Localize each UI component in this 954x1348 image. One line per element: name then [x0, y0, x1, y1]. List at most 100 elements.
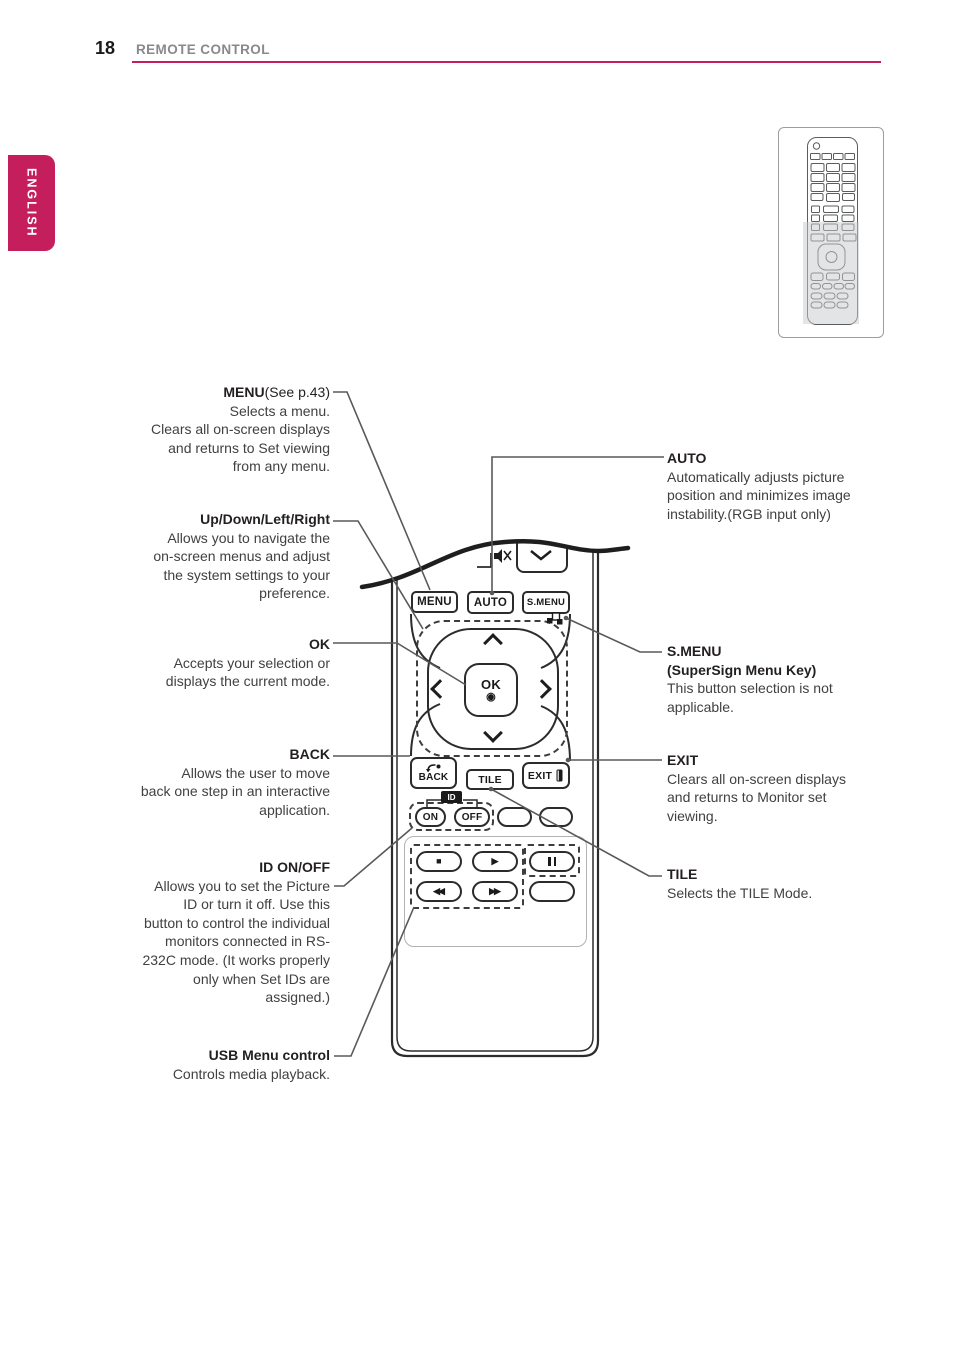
pause-icon	[547, 853, 558, 871]
remote-id-off-button: OFF	[454, 807, 490, 827]
fast-forward-icon: ▶▶	[489, 886, 501, 896]
remote-ok-button: OK ◉	[464, 663, 518, 717]
callout-text-line: displays the current mode.	[165, 673, 330, 690]
callout-tile: TILE Selects the TILE Mode.	[667, 865, 907, 902]
torn-edge-wave	[359, 539, 631, 590]
callout-text-line: only when Set IDs are	[193, 970, 330, 987]
rewind-icon: ◀◀	[433, 886, 445, 896]
callout-text-line: and returns to Monitor set	[667, 789, 827, 806]
callout-id-body: Allows you to set the Picture ID or turn …	[70, 877, 330, 1007]
play-icon: ▶	[491, 856, 499, 866]
callout-exit: EXIT Clears all on-screen displays and re…	[667, 751, 907, 825]
callout-auto-title: AUTO	[667, 450, 707, 466]
remote-id-on-button: ON	[415, 807, 446, 827]
back-arrow-icon	[426, 764, 441, 772]
smenu-callout-line	[565, 617, 662, 653]
remote-pause-button	[529, 851, 575, 872]
callout-back-title: BACK	[289, 746, 330, 762]
callout-text-line: Clears all on-screen displays	[151, 421, 330, 438]
stop-icon: ■	[436, 856, 442, 866]
remote-blank-button-3	[529, 881, 575, 902]
callout-menu: MENU(See p.43) Selects a menu. Clears all…	[70, 383, 330, 476]
callout-text-line: Allows the user to move	[181, 764, 330, 781]
callout-smenu-subtitle: (SuperSign Menu Key)	[667, 661, 817, 678]
id-callout-line	[334, 827, 413, 887]
callout-text-line: Automatically adjusts picture	[667, 468, 845, 485]
callout-id-title: ID ON/OFF	[259, 859, 330, 875]
callout-text-line: application.	[259, 801, 330, 818]
remote-blank-button-1	[497, 807, 532, 827]
header-accent-rule	[132, 61, 881, 63]
callout-smenu-title: S.MENU	[667, 643, 722, 659]
back-button-label: BACK	[418, 772, 449, 783]
smenu-button-label: S.MENU	[526, 597, 566, 608]
callout-updown-title: Up/Down/Left/Right	[200, 511, 330, 527]
callout-back-body: Allows the user to move back one step in …	[70, 764, 330, 820]
updown-callout-line	[333, 520, 424, 630]
callout-text-line: Allows you to navigate the	[167, 529, 330, 546]
tile-button-label: TILE	[478, 773, 502, 786]
callout-ok-body: Accepts your selection or displays the cu…	[70, 654, 330, 691]
off-button-label: OFF	[461, 811, 483, 823]
ok-target-icon: ◉	[486, 690, 496, 703]
callout-usb: USB Menu control Controls media playback…	[70, 1046, 330, 1083]
callout-text-line: viewing.	[667, 807, 718, 824]
callout-text-line: instability.(RGB input only)	[667, 505, 831, 522]
remote-auto-button: AUTO	[467, 591, 514, 614]
callout-text-line: applicable.	[667, 698, 734, 715]
language-tab: ENGLISH	[8, 155, 55, 251]
exit-button-label: EXIT	[527, 769, 553, 782]
callout-text-line: back one step in an interactive	[140, 783, 330, 800]
callout-text-line: button to control the individual	[143, 914, 330, 931]
callout-menu-body: Selects a menu. Clears all on-screen disp…	[70, 402, 330, 476]
callout-text-line: from any menu.	[232, 458, 330, 475]
callout-text-line: Accepts your selection or	[173, 654, 330, 671]
page-number: 18	[95, 38, 116, 58]
remote-stop-button: ■	[416, 851, 462, 872]
remote-fast-forward-button: ▶▶	[472, 881, 518, 902]
callout-updown: Up/Down/Left/Right Allows you to navigat…	[70, 510, 330, 603]
callout-text-line: monitors connected in RS-	[165, 933, 330, 950]
id-badge: ID	[441, 791, 462, 803]
language-tab-label: ENGLISH	[24, 168, 39, 238]
callout-text-line: Clears all on-screen displays	[667, 770, 846, 787]
mute-icon	[494, 549, 512, 563]
callout-text-line: position and minimizes image	[667, 487, 851, 504]
menu-callout-line	[333, 391, 431, 591]
section-title: REMOTE CONTROL	[136, 42, 270, 57]
usb-callout-line	[334, 906, 415, 1057]
callout-text-line: Allows you to set the Picture	[154, 877, 330, 894]
remote-tile-button: TILE	[466, 769, 514, 790]
callout-text-line: 232C mode. (It works properly	[142, 951, 330, 968]
callout-text-line: ID or turn it off. Use this	[183, 896, 330, 913]
remote-thumbnail-art	[803, 137, 859, 325]
remote-smenu-button: S.MENU	[522, 591, 570, 614]
menu-button-label: MENU	[417, 596, 452, 608]
callout-text-line: Controls media playback.	[172, 1065, 330, 1082]
callout-text-line: the system settings to your	[163, 566, 330, 583]
callout-text-line: preference.	[259, 585, 330, 602]
remote-back-button: BACK	[410, 757, 457, 789]
remote-rewind-button: ◀◀	[416, 881, 462, 902]
callout-exit-title: EXIT	[667, 752, 699, 768]
callout-usb-title: USB Menu control	[208, 1047, 330, 1063]
callout-text-line: This button selection is not	[667, 680, 833, 697]
chevron-down-icon	[530, 550, 552, 561]
thumbnail-highlight	[803, 222, 859, 324]
callout-text-line: Selects the TILE Mode.	[667, 884, 813, 901]
auto-callout-line	[491, 456, 664, 592]
callout-usb-body: Controls media playback.	[70, 1065, 330, 1084]
callout-tile-body: Selects the TILE Mode.	[667, 884, 907, 903]
power-icon	[812, 142, 821, 150]
callout-text-line: Selects a menu.	[229, 402, 330, 419]
callout-smenu: S.MENU (SuperSign Menu Key) This button …	[667, 642, 907, 716]
supersign-squares-icon	[547, 612, 563, 625]
remote-play-button: ▶	[472, 851, 518, 872]
callout-text-line: and returns to Set viewing	[168, 439, 330, 456]
remote-thumbnail	[778, 127, 884, 338]
volume-down-button-partial	[516, 537, 568, 573]
callout-back: BACK Allows the user to move back one ste…	[70, 745, 330, 819]
callout-menu-title: MENU(See p.43)	[70, 383, 330, 402]
